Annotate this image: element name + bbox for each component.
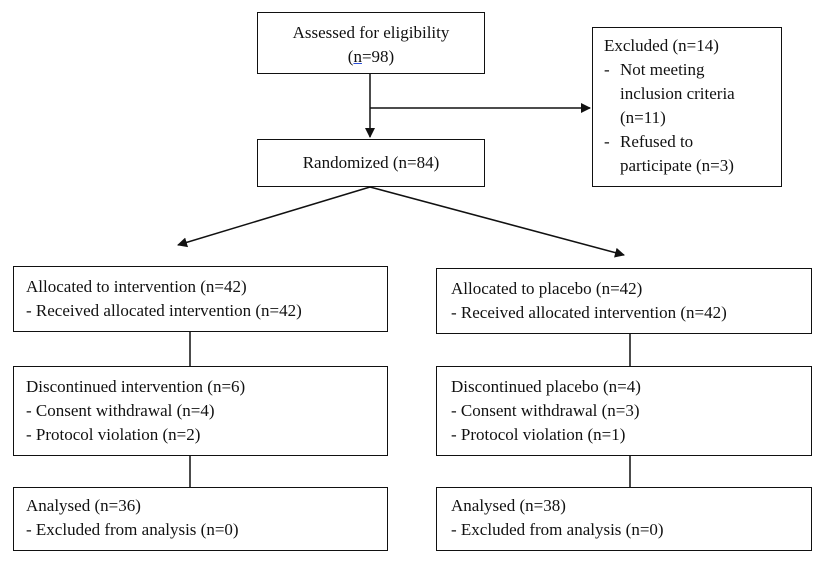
intervention-discontinued-item: - Consent withdrawal (n=4) bbox=[26, 401, 215, 420]
placebo-discontinued-box: Discontinued placebo (n=4) - Consent wit… bbox=[436, 366, 812, 456]
assessed-count-open: ( bbox=[347, 47, 354, 66]
excluded-reason-dash: - bbox=[604, 132, 610, 151]
excluded-reason-line: Refused to bbox=[620, 132, 694, 151]
excluded-reason-line: (n=11) bbox=[620, 108, 666, 127]
intervention-discontinued-title: Discontinued intervention (n=6) bbox=[26, 377, 246, 396]
intervention-analysed-title: Analysed (n=36) bbox=[26, 496, 141, 515]
excluded-reason-line: inclusion criteria bbox=[620, 84, 735, 103]
intervention-analysed-box: Analysed (n=36) - Excluded from analysis… bbox=[13, 487, 388, 551]
excluded-reason-line: Not meeting bbox=[620, 60, 705, 79]
assessed-title: Assessed for eligibility bbox=[292, 23, 450, 42]
placebo-allocated-box: Allocated to placebo (n=42) - Received a… bbox=[436, 268, 812, 334]
placebo-allocated-title: Allocated to placebo (n=42) bbox=[451, 279, 643, 298]
excluded-reason-not-meeting: - Not meeting inclusion criteria (n=11) bbox=[604, 58, 781, 130]
excluded-reason-dash: - bbox=[604, 60, 610, 79]
intervention-discontinued-item: - Protocol violation (n=2) bbox=[26, 425, 201, 444]
excluded-reason-refused: - Refused to participate (n=3) bbox=[604, 130, 781, 178]
placebo-allocated-sub: - Received allocated intervention (n=42) bbox=[451, 303, 727, 322]
placebo-analysed-box: Analysed (n=38) - Excluded from analysis… bbox=[436, 487, 812, 551]
placebo-discontinued-item: - Consent withdrawal (n=3) bbox=[451, 401, 640, 420]
assessed-count-n: n bbox=[353, 47, 362, 66]
intervention-analysed-sub: - Excluded from analysis (n=0) bbox=[26, 520, 239, 539]
randomized-title: Randomized (n=84) bbox=[302, 153, 440, 172]
excluded-title: Excluded (n=14) bbox=[604, 36, 719, 55]
placebo-analysed-title: Analysed (n=38) bbox=[451, 496, 566, 515]
arrow-randomized-to-intervention bbox=[177, 186, 371, 248]
assessed-box: Assessed for eligibility (n=98) bbox=[257, 12, 485, 74]
excluded-box: Excluded (n=14) - Not meeting inclusion … bbox=[592, 27, 782, 187]
placebo-discontinued-item: - Protocol violation (n=1) bbox=[451, 425, 626, 444]
arrow-randomized-to-placebo bbox=[369, 186, 625, 258]
placebo-analysed-sub: - Excluded from analysis (n=0) bbox=[451, 520, 664, 539]
intervention-allocated-sub: - Received allocated intervention (n=42) bbox=[26, 301, 302, 320]
assessed-count-value: =98) bbox=[361, 47, 395, 66]
excluded-reason-line: participate (n=3) bbox=[620, 156, 734, 175]
intervention-discontinued-box: Discontinued intervention (n=6) - Consen… bbox=[13, 366, 388, 456]
assessed-count: (n=98) bbox=[258, 45, 484, 69]
placebo-discontinued-title: Discontinued placebo (n=4) bbox=[451, 377, 641, 396]
intervention-allocated-title: Allocated to intervention (n=42) bbox=[26, 277, 247, 296]
intervention-allocated-box: Allocated to intervention (n=42) - Recei… bbox=[13, 266, 388, 332]
randomized-box: Randomized (n=84) bbox=[257, 139, 485, 187]
